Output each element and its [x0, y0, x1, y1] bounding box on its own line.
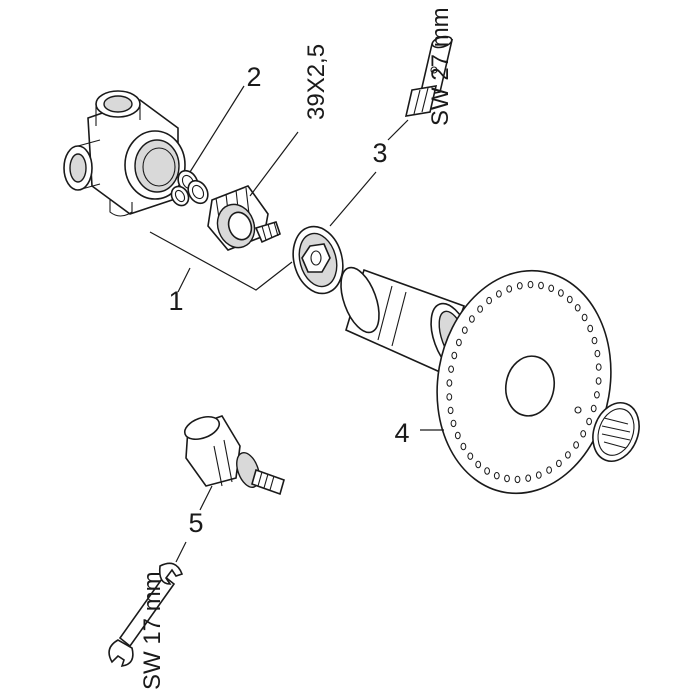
cover-plate-hole	[580, 430, 587, 438]
cover-plate-hole	[581, 313, 588, 322]
cover-plate-hole	[594, 391, 600, 399]
cover-plate-hole	[586, 417, 592, 426]
cover-plate-hole	[496, 290, 502, 298]
cover-plate-hole	[538, 281, 544, 290]
cover-plate-hole	[595, 363, 602, 371]
cover-plate-hole	[469, 315, 475, 323]
label-oring-size: 39X2,5	[303, 44, 330, 120]
cover-plate-hole	[475, 460, 482, 469]
cover-plate-hole	[461, 326, 468, 334]
cover-plate-hole	[451, 351, 458, 360]
cover-plate-hole	[447, 406, 454, 415]
cover-plate-hole	[590, 404, 597, 413]
cover-plate-hole	[548, 284, 555, 292]
cover-plate-hole	[504, 474, 510, 483]
spare-cartridge	[183, 415, 285, 496]
cover-plate-hole	[456, 338, 462, 347]
label-wrench-top: SW 27 mm	[427, 7, 454, 126]
cover-plate-hole	[556, 459, 562, 468]
label-part-2: 2	[246, 62, 261, 92]
cover-plate-hole	[587, 324, 594, 333]
cover-plate-hole	[535, 471, 542, 479]
cover-plate-hole	[546, 466, 552, 474]
cover-plate-hole	[573, 441, 579, 449]
cover-plate-hole	[446, 393, 453, 401]
cover-plate-hole	[527, 280, 534, 289]
cover-plate-hole	[454, 431, 461, 440]
cover-plate-hole	[558, 289, 564, 297]
cover-plate-hole	[574, 304, 581, 312]
label-part-1: 1	[168, 286, 183, 316]
cover-plate	[436, 269, 612, 495]
cover-plate-hole	[516, 282, 523, 290]
spanner-wrench	[108, 562, 184, 667]
label-part-5: 5	[188, 508, 203, 538]
cover-plate-hole	[591, 336, 598, 345]
cover-plate-hole	[565, 451, 571, 459]
cover-plate-hole	[595, 377, 602, 385]
cover-plate-hole	[493, 472, 500, 480]
leader-lines	[149, 85, 444, 563]
cover-plate-hole	[450, 419, 457, 428]
cover-plate-hole	[506, 285, 513, 293]
cover-plate-hole	[477, 305, 484, 313]
cover-plate-hole	[566, 295, 573, 304]
o-rings	[170, 169, 209, 207]
label-wrench-bottom: SW 17 mm	[139, 571, 166, 690]
cover-plate-hole	[460, 442, 467, 451]
cover-plate-hole	[525, 474, 532, 482]
cover-plate-hole	[594, 349, 601, 358]
label-disc	[592, 402, 640, 462]
cover-plate-hole	[448, 365, 455, 373]
wrench-extension-pin	[404, 35, 454, 117]
cover-plate-hole	[486, 296, 493, 305]
cover-plate-hole	[484, 467, 491, 475]
cover-plate-hole	[446, 379, 453, 387]
cover-plate-hole	[514, 475, 521, 484]
cover-plate-hole-ring	[446, 280, 602, 484]
label-part-4: 4	[394, 418, 409, 448]
label-part-3: 3	[372, 138, 387, 168]
cover-plate-hole	[467, 452, 474, 460]
cartridge	[207, 185, 281, 251]
valve-body	[63, 90, 186, 217]
flange-nut	[292, 225, 344, 295]
